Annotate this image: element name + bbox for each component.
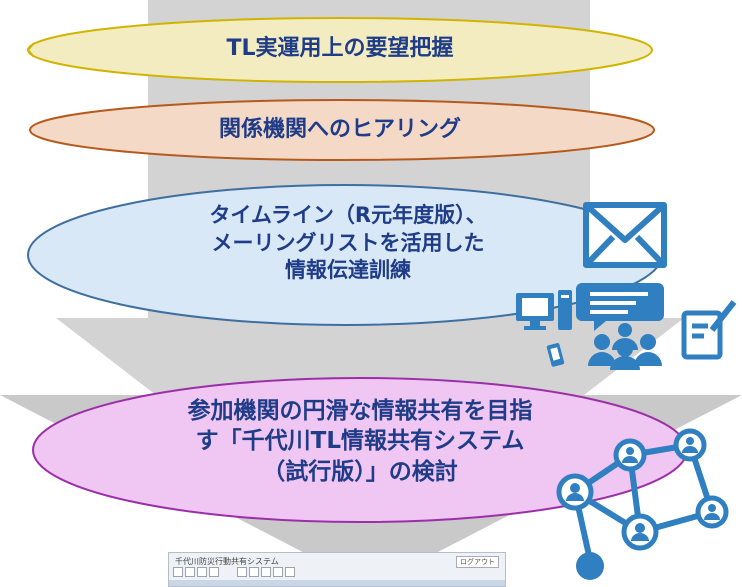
toolbar-button [261, 567, 271, 577]
clipboard-pen-icon [681, 300, 737, 360]
step4-line1: 参加機関の円滑な情報共有を目指 [187, 398, 533, 424]
toolbar-button [273, 567, 283, 577]
step4-text: 参加機関の円滑な情報共有を目指 す「千代川TL情報共有システム （試行版）」の検… [60, 396, 660, 487]
toolbar-button [185, 567, 195, 577]
envelope-icon [583, 202, 667, 268]
mobile-phone-icon [546, 343, 565, 367]
toolbar-button [285, 567, 295, 577]
screenshot-title: 千代川防災行動共有システム [175, 557, 279, 566]
screenshot-band [169, 580, 505, 586]
toolbar-button [237, 567, 247, 577]
step1-text: TL実運用上の要望把握 [40, 34, 640, 63]
step2-line1: 関係機関へのヒアリング [218, 117, 461, 142]
step1-left-notch [26, 42, 35, 58]
step3-line3: 情報伝達訓練 [285, 258, 411, 283]
system-screenshot: 千代川防災行動共有システム ログアウト [168, 552, 506, 587]
screenshot-toolbar [173, 567, 501, 578]
step3-text: タイムライン（R元年度版）、 メーリングリストを活用した 情報伝達訓練 [48, 202, 648, 285]
toolbar-button [173, 567, 183, 577]
step3-line2: メーリングリストを活用した [211, 230, 485, 255]
toolbar-button [197, 567, 207, 577]
step2-text: 関係機関へのヒアリング [40, 115, 640, 144]
step3-line1: タイムライン（R元年度版）、 [209, 203, 487, 227]
screenshot-logout-badge: ログアウト [456, 556, 499, 568]
step4-line2: す「千代川TL情報共有システム [195, 428, 525, 455]
step4-line3: （試行版）」の検討 [262, 458, 458, 485]
step1-line1: TL実運用上の要望把握 [226, 36, 454, 61]
meeting-people-icon [588, 323, 662, 370]
toolbar-button [249, 567, 259, 577]
computer-icon [516, 290, 572, 330]
toolbar-button [209, 567, 219, 577]
chat-bubble-icon [576, 283, 664, 331]
step2-ellipse [29, 99, 655, 161]
